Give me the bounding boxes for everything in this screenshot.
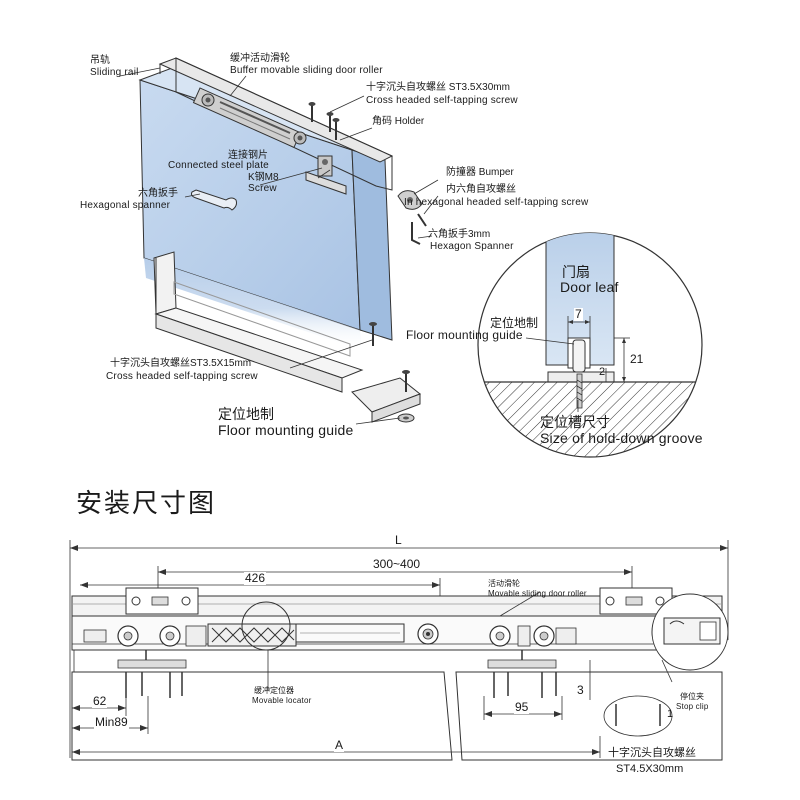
cross-screws-top (308, 102, 340, 140)
hex-spanner-left-zh: 六角扳手 (138, 188, 178, 199)
hex-spanner-3mm-en: Hexagon Spanner (430, 241, 514, 252)
cross-screw-top-zh: 十字沉头自攻螺丝 ST3.5X30mm (366, 82, 510, 93)
door-brackets (117, 650, 557, 669)
dim-95: 95 (514, 700, 530, 714)
buffer-locator (207, 601, 439, 651)
hex-key-icon (411, 222, 421, 245)
door-screws (125, 672, 661, 726)
floor-guide-main-zh: 定位地制 (218, 406, 274, 422)
buffer-roller-en: Buffer movable sliding door roller (230, 65, 383, 76)
hex-spanner-3mm-zh: 六角扳手3mm (428, 229, 491, 240)
dim-L: L (394, 533, 403, 547)
door-leaf-zh: 门扇 (562, 264, 590, 280)
dim-62: 62 (92, 694, 108, 708)
groove-zh: 定位槽尺寸 (540, 414, 610, 430)
bumper-label: 防撞器 Bumper (446, 167, 514, 178)
dim-depth-2: 2 (599, 366, 606, 378)
install-title: 安装尺寸图 (76, 488, 217, 518)
k-screw-zh: K钢M8 (248, 172, 279, 183)
sliding-rail (158, 57, 394, 191)
groove-en: Size of hold-down groove (540, 430, 703, 446)
dim-300-400: 300~400 (372, 557, 422, 571)
roller-set-left (83, 625, 207, 647)
inner-hex-screw-en: In hexagonal headed self-tapping screw (404, 197, 589, 208)
floor-guide-detail-en: Floor mounting guide (406, 328, 523, 342)
door-panel-right (455, 671, 723, 761)
cross-screw-bottom-zh: 十字沉头自攻螺丝ST3.5X15mm (110, 358, 252, 369)
perspective-door-assembly (119, 57, 439, 425)
bumper-icon (397, 190, 423, 210)
installation-dimension-drawing (69, 540, 729, 761)
hex-spanner-left-en: Hexagonal spanner (80, 200, 171, 211)
bottom-screw-spec: ST4.5X30mm (616, 763, 684, 775)
door-leaf-en: Door leaf (560, 279, 619, 295)
sliding-rail-zh: 吊轨 (90, 55, 110, 66)
movable-locator-en: Movable locator (252, 696, 312, 705)
sliding-rail-en: Sliding rail (90, 67, 139, 78)
movable-roller-zh: 活动滑轮 (488, 579, 520, 588)
steel-plate-en: Connected steel plate (168, 160, 269, 171)
leader-lines-top (119, 67, 439, 425)
floor-guide-main-en: Floor mounting guide (218, 422, 354, 438)
cross-screw-top-en: Cross headed self-tapping screw (366, 95, 518, 106)
dim-min89: Min89 (94, 715, 129, 729)
dim-A: A (334, 738, 345, 752)
holder-left (125, 587, 199, 615)
dim-1: 1 (667, 708, 674, 720)
dim-426: 426 (244, 571, 267, 585)
stop-clip-detail (651, 593, 729, 671)
stop-clip-zh: 停位夹 (680, 692, 704, 701)
hexagonal-spanner-icon (191, 189, 237, 211)
k-screw-en: Screw (248, 183, 277, 194)
stop-clip-en: Stop clip (676, 702, 709, 711)
floor-guide-perspective (153, 251, 421, 423)
movable-locator-zh: 缓冲定位器 (254, 686, 294, 695)
floor-guide-detail-zh: 定位地制 (490, 316, 539, 330)
dim-3: 3 (577, 683, 584, 697)
movable-roller-en: Movable sliding door roller (488, 589, 587, 598)
bottom-screw-zh: 十字沉头自攻螺丝 (608, 747, 696, 759)
dim-width-7: 7 (574, 307, 583, 321)
roller-set-right (489, 625, 577, 647)
buffer-roller-mechanism (192, 87, 307, 149)
buffer-roller-zh: 缓冲活动滑轮 (230, 53, 290, 64)
steel-plate-zh: 连接钢片 (228, 150, 268, 161)
dim-height-21: 21 (629, 352, 645, 366)
inner-hex-screw-zh: 内六角自攻螺丝 (446, 184, 516, 195)
holder-label: 角码 Holder (372, 116, 425, 127)
cross-screw-bottom-en: Cross headed self-tapping screw (106, 371, 258, 382)
door-panel-left (71, 671, 453, 761)
